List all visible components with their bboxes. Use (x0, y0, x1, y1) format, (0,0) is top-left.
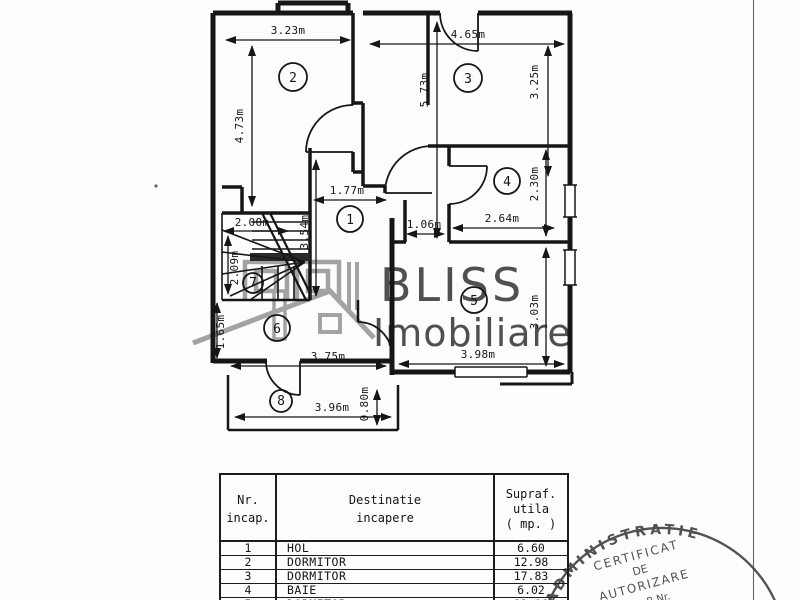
dimension-labels: 3.23m 4.73m 4.65m 5.73m 3.25m 1.77m 3.54… (214, 24, 541, 421)
room-markers: 1 2 3 4 5 6 7 8 (242, 62, 521, 413)
dim-label: 3.25m (528, 65, 541, 100)
dim-label: 4.73m (233, 109, 246, 144)
cell-destinatie: DORMITOR (277, 598, 495, 600)
dim-label: 4.65m (451, 28, 486, 41)
header-nr-line2: incap. (226, 510, 270, 525)
header-destinatie-line2: incapere (356, 510, 414, 525)
dim-label: 3.23m (271, 24, 306, 37)
scan-speck (154, 184, 158, 188)
dim-label: 0.80m (358, 387, 371, 422)
cell-nr: 1 (221, 542, 277, 555)
dim-label: 2.30m (528, 167, 541, 202)
dim-label: 3.98m (461, 348, 496, 361)
cell-suprafata: 12.98 (513, 555, 549, 569)
stamp-line: DE (631, 562, 649, 579)
cell-destinatie: BAIE (277, 584, 495, 597)
room-number: 6 (273, 322, 281, 337)
watermark-subtitle: Imobiliare (373, 311, 572, 355)
watermark-logo: BLISS Imobiliare (192, 258, 572, 355)
header-destinatie: Destinatie incapere (277, 475, 495, 540)
dimension-lines (213, 21, 565, 426)
dim-label: 1.65m (214, 315, 227, 350)
header-suprafata: Supraf. utila ( mp. ) (495, 475, 567, 540)
table-row: 3 DORMITOR 17.83 (221, 570, 567, 584)
cell-nr: 3 (221, 570, 277, 583)
cell-suprafata: 12.06 (495, 598, 567, 600)
room-number: 2 (289, 71, 297, 86)
table-row: 5 DORMITOR 12.06 (221, 598, 567, 600)
watermark-brand: BLISS (380, 258, 524, 312)
room-number: 7 (249, 276, 257, 291)
window-square-icon (318, 313, 342, 334)
dim-label: 5.73m (418, 73, 431, 108)
dim-label: 2.09m (228, 251, 241, 286)
header-nr: Nr. incap. (221, 475, 277, 540)
cell-nr: 4 (221, 584, 277, 597)
table-row: 1 HOL 6.60 (221, 542, 567, 556)
room-number: 5 (470, 294, 478, 309)
cell-suprafata: 6.02 (517, 583, 545, 597)
table-row: 4 BAIE 6.02 (221, 584, 567, 598)
cell-suprafata: 17.83 (513, 569, 549, 583)
table-header-row: Nr. incap. Destinatie incapere Supraf. u… (221, 475, 567, 542)
header-suprafata-line1: Supraf. (505, 486, 557, 501)
dim-label: 3.54m (298, 215, 311, 250)
inner-walls (222, 13, 570, 432)
header-suprafata-line3: ( mp. ) (505, 516, 557, 531)
cell-destinatie: DORMITOR (277, 570, 495, 583)
cell-suprafata: 6.60 (517, 541, 545, 555)
header-destinatie-line1: Destinatie (348, 492, 422, 507)
table-row: 2 DORMITOR 12.98 (221, 556, 567, 570)
cell-nr: 2 (221, 556, 277, 569)
cell-destinatie: HOL (277, 542, 495, 555)
dim-label: 1.77m (330, 184, 365, 197)
staircase (221, 212, 311, 301)
room-number: 1 (346, 213, 354, 228)
room-number: 8 (277, 394, 285, 409)
header-suprafata-line2: utila (512, 501, 550, 516)
cell-nr: 5 (221, 598, 277, 600)
dim-label: 3.96m (315, 401, 350, 414)
dim-label: 3.75m (311, 350, 346, 363)
dim-label: 2.64m (485, 212, 520, 225)
room-area-table: Nr. incap. Destinatie incapere Supraf. u… (219, 473, 569, 600)
dim-label: 3.03m (528, 295, 541, 330)
cell-destinatie: DORMITOR (277, 556, 495, 569)
dim-label: 1.06m (407, 218, 442, 231)
header-nr-line1: Nr. (237, 492, 259, 507)
dim-label: 2.00m (235, 216, 270, 229)
room-number: 3 (464, 72, 472, 87)
room-number: 4 (503, 175, 511, 190)
